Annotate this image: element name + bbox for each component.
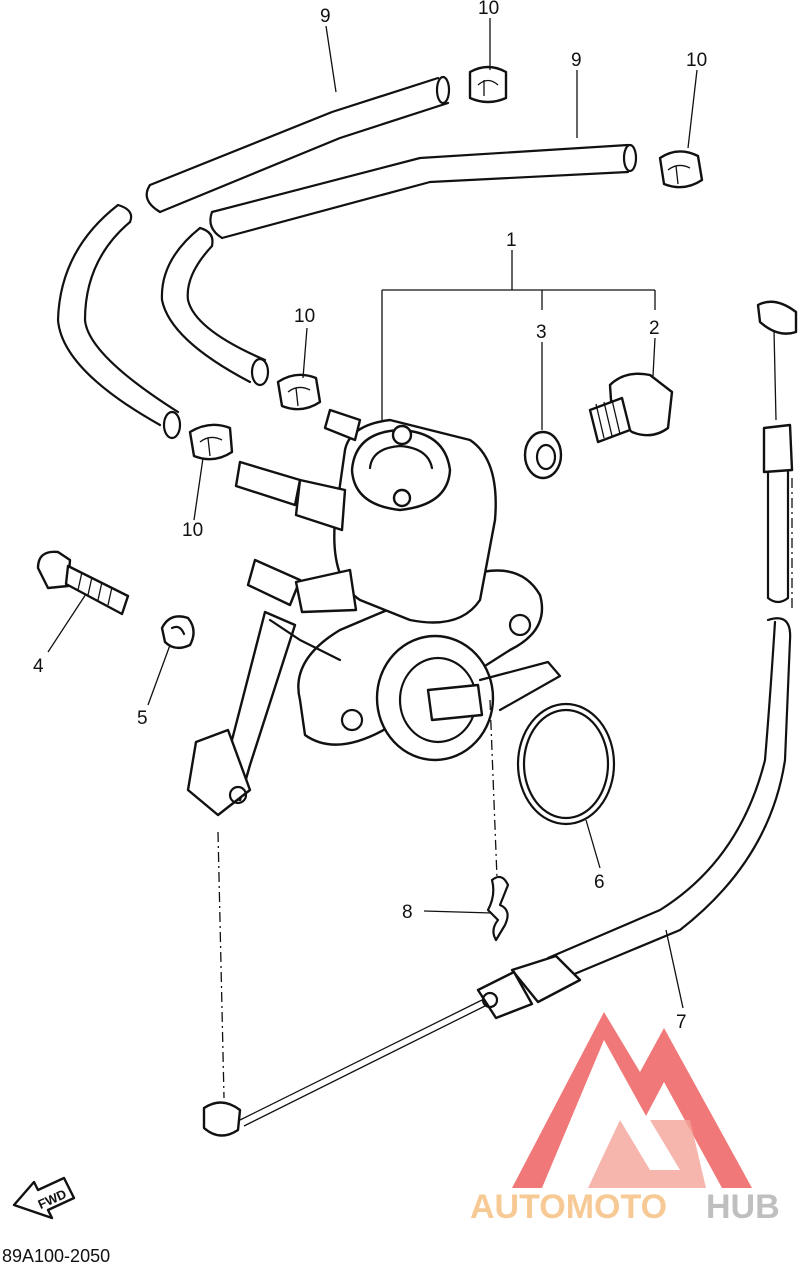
hose-left-inner (160, 226, 270, 387)
hose-left-outer (56, 203, 182, 440)
logo-inner-mark (588, 1120, 706, 1188)
bolt-4 (36, 550, 130, 616)
hose-clamp-10-mid (276, 373, 322, 411)
callout-9-upper: 9 (320, 6, 331, 27)
callout-10-mid: 10 (294, 306, 315, 327)
hose-clamp-10-low (188, 423, 234, 461)
o-ring-6 (516, 702, 616, 826)
diagram-code: 89A100-2050 (2, 1246, 110, 1266)
callout-8: 8 (402, 902, 413, 923)
clip-8 (486, 875, 510, 942)
hose-9-middle (209, 143, 638, 240)
lock-washer-5 (160, 615, 195, 650)
callout-5: 5 (137, 708, 148, 729)
callout-4: 4 (33, 656, 44, 677)
callout-2: 2 (649, 318, 660, 339)
oil-pump-assembly (186, 408, 562, 817)
callout-10-right: 10 (686, 50, 707, 71)
callout-7: 7 (676, 1012, 687, 1033)
washer-3 (523, 430, 563, 480)
logo-text-hub: HUB (706, 1188, 780, 1226)
bolt-2 (588, 372, 674, 444)
callout-1: 1 (506, 230, 517, 251)
automotohub-logo: AUTOMOTO HUB (470, 1012, 780, 1226)
leader-lines (47, 18, 793, 1099)
callout-9-middle: 9 (571, 50, 582, 71)
hose-clamp-10-right (658, 150, 704, 189)
callout-3: 3 (536, 322, 547, 343)
callout-10-top: 10 (478, 0, 499, 19)
logo-text-automoto: AUTOMOTO (470, 1188, 667, 1226)
callout-10-low: 10 (182, 520, 203, 541)
callout-6: 6 (594, 872, 605, 893)
hose-clamp-10-top (468, 65, 508, 104)
pump-cable-7 (202, 300, 798, 1137)
logo-triangle (512, 1012, 752, 1188)
fwd-arrow: FWD (12, 1176, 76, 1220)
callout-numbers: 9 10 9 10 1 10 3 2 10 4 5 6 8 7 (33, 0, 707, 1033)
hose-9-upper (145, 75, 451, 214)
